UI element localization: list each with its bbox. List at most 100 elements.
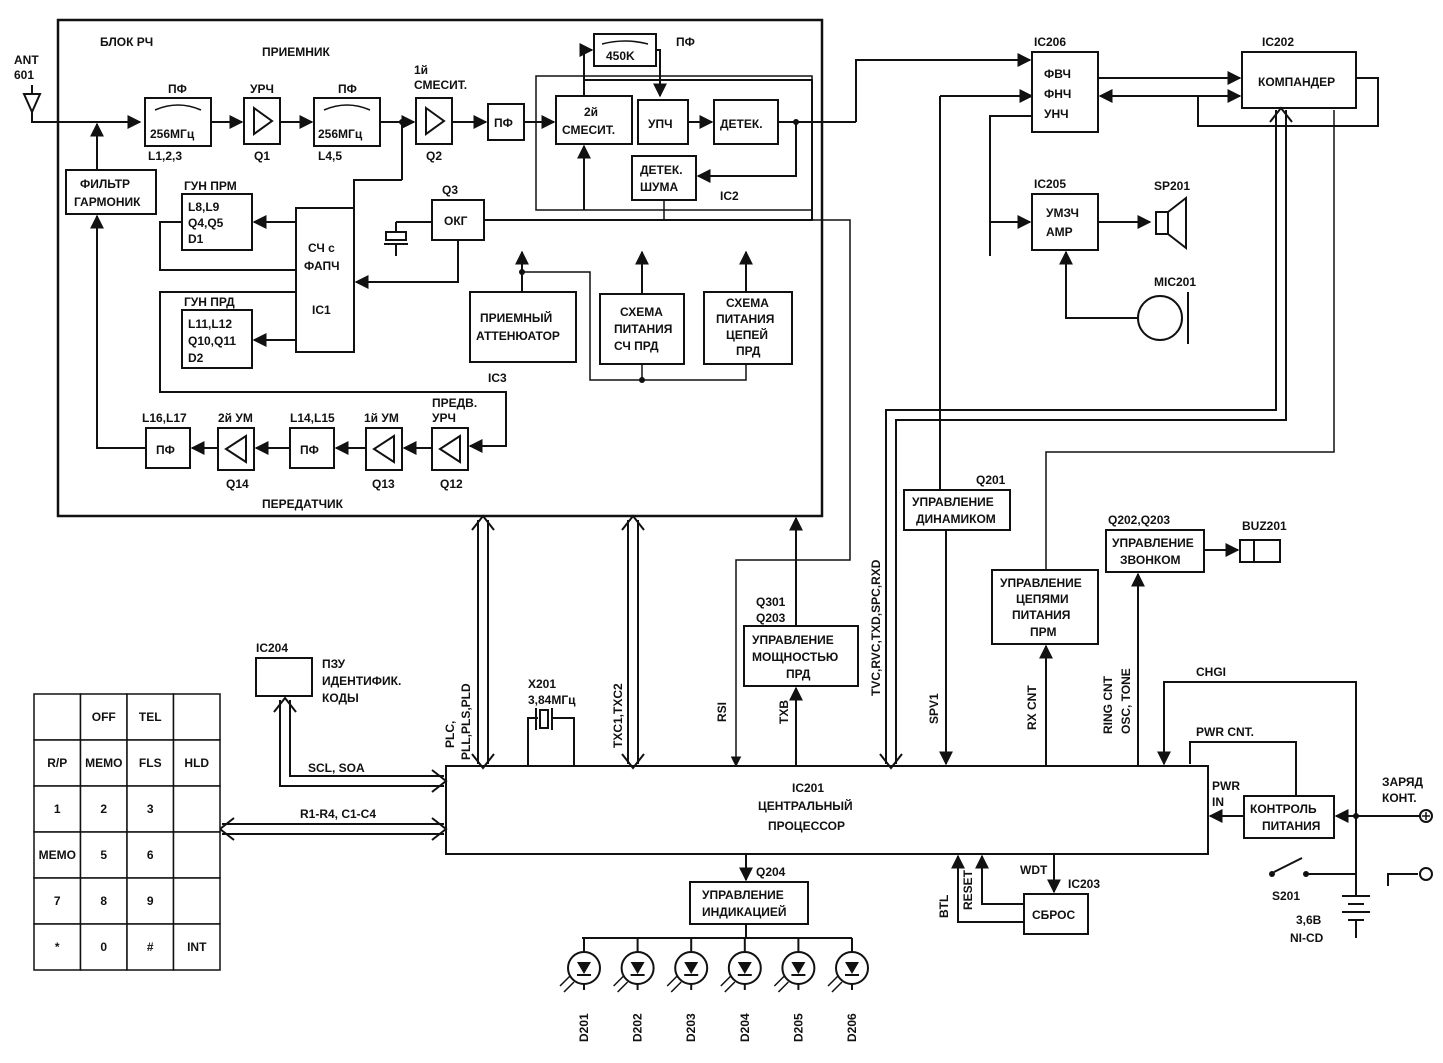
crystal-freq: 3,84МГц: [528, 693, 576, 707]
plc-label-2: PLL,PLS,PLD: [459, 683, 473, 760]
plc-bus: [471, 514, 495, 770]
keypad-key-label: 5: [100, 848, 107, 862]
bpf1-box: [144, 97, 212, 147]
scl-label: SCL, SOA: [308, 761, 365, 775]
led-label: D206: [845, 1013, 859, 1042]
ic202-label: КОМПАНДЕР: [1258, 75, 1335, 89]
keypad-key-label: 9: [147, 894, 154, 908]
cpu-ref: IC201: [792, 781, 824, 795]
ic3-label: IC3: [488, 371, 507, 385]
keypad-key[interactable]: 9: [126, 877, 175, 925]
keypad-key[interactable]: HLD: [172, 739, 221, 787]
power-control-line-1: КОНТРОЛЬ: [1250, 802, 1317, 816]
power-ctrl-ref-2: Q203: [756, 611, 786, 625]
r1-bus: [218, 817, 448, 841]
led-d205: D205: [773, 938, 816, 1042]
bpf1-freq: 256МГц: [150, 127, 195, 141]
amp-triangle-icon: [253, 106, 274, 136]
cpu-crystal-icon: [527, 708, 575, 766]
speaker-label: SP201: [1154, 179, 1190, 193]
q201-ref: Q201: [976, 473, 1006, 487]
pll-label-1: СЧ с: [308, 241, 335, 255]
keypad-key[interactable]: TEL: [126, 693, 175, 741]
led-d206: D206: [827, 938, 869, 1042]
keypad-key[interactable]: FLS: [126, 739, 175, 787]
receiver-label: ПРИЕМНИК: [262, 45, 331, 59]
power-ctrl-ref-1: Q301: [756, 595, 786, 609]
pwr-cnt-label: PWR CNT.: [1196, 725, 1254, 739]
keypad-key[interactable]: R/P: [33, 739, 82, 787]
keypad-key[interactable]: INT: [172, 923, 221, 971]
keypad-key[interactable]: 2: [79, 785, 128, 833]
keypad-key[interactable]: [172, 877, 221, 925]
pa2-label: 2й УМ: [218, 411, 253, 425]
keypad-key-label: TEL: [139, 710, 162, 724]
battery-label-2: NI-CD: [1290, 931, 1324, 945]
display-ctrl-ref: Q204: [756, 865, 786, 879]
keypad-key[interactable]: [172, 785, 221, 833]
synth-power-label-2: ПИТАНИЯ: [614, 322, 672, 336]
keypad-key[interactable]: *: [33, 923, 82, 971]
pll-label-2: ФАПЧ: [304, 259, 340, 273]
keypad-key[interactable]: [33, 693, 82, 741]
keypad-key-label: MEMO: [39, 848, 76, 862]
power-ctrl-box: [743, 625, 859, 687]
keypad-key-label: 6: [147, 848, 154, 862]
display-ctrl-line-2: ИНДИКАЦИЕЙ: [702, 904, 786, 919]
pf-small-label: ПФ: [494, 116, 513, 130]
led-d203: D203: [666, 938, 709, 1042]
power-ctrl-line-3: ПРД: [786, 667, 811, 681]
keypad-key[interactable]: #: [126, 923, 175, 971]
filter450-box: [593, 33, 657, 67]
keypad-key-label: 2: [100, 802, 107, 816]
keypad-key-label: #: [147, 940, 154, 954]
keypad-key[interactable]: MEMO: [79, 739, 128, 787]
keypad-key[interactable]: 8: [79, 877, 128, 925]
led-label: D201: [577, 1013, 591, 1042]
keypad-key[interactable]: MEMO: [33, 831, 82, 879]
vco-tx-title: ГУН ПРД: [184, 295, 235, 309]
keypad-key-label: MEMO: [85, 756, 122, 770]
upch-box: [637, 99, 689, 145]
tx-bpf-mid-parts: L14,L15: [290, 411, 335, 425]
scl-bus: [273, 696, 448, 793]
ic204-ref: IC204: [256, 641, 288, 655]
wdt-label: WDT: [1020, 863, 1048, 877]
plus-terminal-icon: [1419, 809, 1433, 823]
buzzer-icon: [1239, 539, 1281, 563]
pre-label-2: УРЧ: [432, 411, 456, 425]
txc-label: TXC1,TXC2: [611, 683, 625, 748]
keypad-key[interactable]: 1: [33, 785, 82, 833]
mixer1-part: Q2: [426, 149, 442, 163]
ic204-line-2: ИДЕНТИФИК.: [322, 674, 401, 688]
power-control-box: [1243, 795, 1335, 839]
bpf2-freq: 256МГц: [318, 127, 363, 141]
harmonic-filter-label-1: ФИЛЬТР: [80, 177, 130, 191]
keypad-key[interactable]: 6: [126, 831, 175, 879]
rx-power-line-4: ПРМ: [1030, 625, 1056, 639]
ic205-box: [1031, 193, 1099, 251]
bpf1-label: ПФ: [168, 82, 187, 96]
keypad-key[interactable]: 0: [79, 923, 128, 971]
keypad-key[interactable]: OFF: [79, 693, 128, 741]
tx-bpf-mid-box: [289, 427, 335, 469]
ic202-ref: IC202: [1262, 35, 1294, 49]
vco-rx-part-1: L8,L9: [188, 200, 220, 214]
keypad-key[interactable]: 3: [126, 785, 175, 833]
power-ctrl-line-2: МОЩНОСТЬЮ: [752, 650, 838, 664]
rx-cnt-label: RX CNT: [1025, 685, 1039, 730]
keypad-key[interactable]: [172, 693, 221, 741]
noise-detector-label-2: ШУМА: [640, 180, 679, 194]
urch-label: УРЧ: [250, 82, 274, 96]
keypad-key[interactable]: 5: [79, 831, 128, 879]
pa2-box: [217, 427, 255, 471]
pre-label-1: ПРЕДВ.: [432, 396, 477, 410]
switch-label: S201: [1272, 889, 1300, 903]
keypad-key[interactable]: 7: [33, 877, 82, 925]
vco-rx-box: [181, 193, 253, 251]
keypad-key[interactable]: [172, 831, 221, 879]
led-label: D204: [738, 1013, 752, 1042]
upch-label: УПЧ: [648, 117, 673, 131]
mixer1-label-2: СМЕСИТ.: [414, 78, 467, 92]
